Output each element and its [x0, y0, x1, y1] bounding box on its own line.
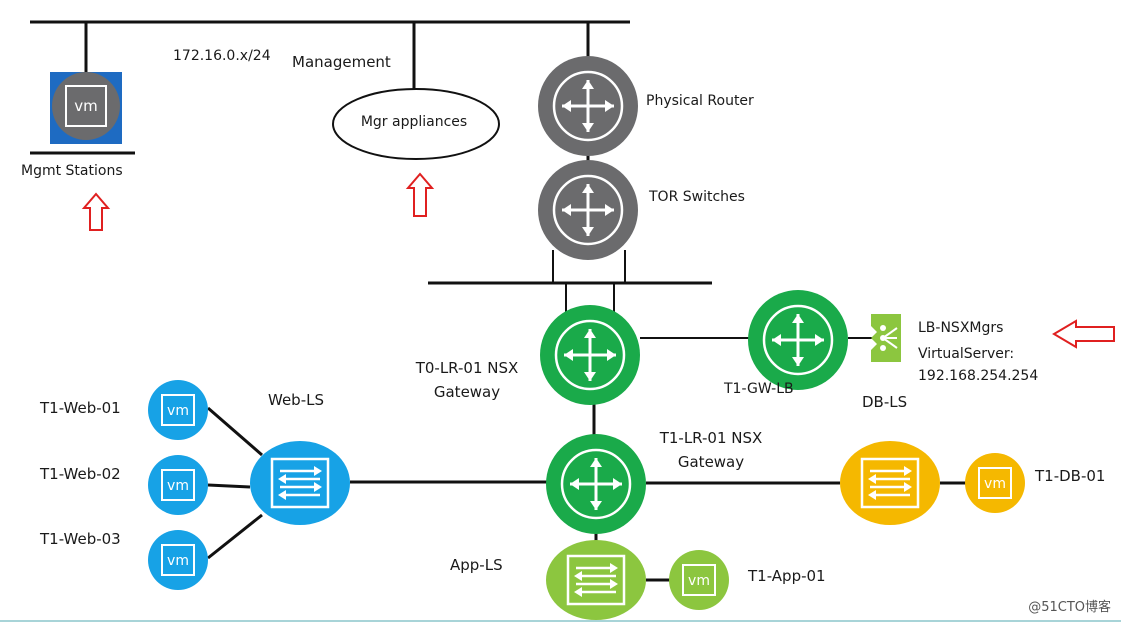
web01-link	[207, 406, 263, 457]
vm-icon	[161, 544, 195, 576]
t1-web-02-label: T1-Web-02	[40, 465, 121, 483]
router-icon	[552, 70, 624, 142]
t1-web-03-label: T1-Web-03	[40, 530, 121, 548]
subnet-label: 172.16.0.x/24	[173, 48, 271, 64]
vm-app-01: vm	[669, 550, 729, 610]
switch-ellipse	[250, 441, 350, 525]
router-icon	[762, 304, 834, 376]
router-icon	[554, 319, 626, 391]
lb-virtualserver-label: VirtualServer:	[918, 346, 1015, 362]
vm-web-02: vm	[148, 455, 208, 515]
t0-gateway-label-line2: Gateway	[433, 383, 501, 401]
watermark: @51CTO博客	[1028, 600, 1111, 615]
app-ls-label: App-LS	[450, 556, 503, 574]
t1-app-01-label: T1-App-01	[748, 567, 826, 585]
vm-icon	[161, 394, 195, 426]
t1-gw-lb-node	[748, 290, 848, 390]
router-icon	[552, 174, 624, 246]
switch-ellipse	[840, 441, 940, 525]
db-ls-switch-node	[840, 441, 940, 525]
t0-gateway-label-line1: T0-LR-01 NSX	[415, 359, 519, 377]
vm-icon	[682, 564, 716, 596]
lb-virtualserver-ip: 192.168.254.254	[918, 368, 1039, 384]
vm-icon	[161, 469, 195, 501]
db-ls-label: DB-LS	[862, 393, 908, 411]
vm-icon	[65, 85, 107, 127]
web03-link	[207, 513, 263, 560]
t1-gateway-label-line1: T1-LR-01 NSX	[659, 429, 763, 447]
web02-link	[207, 483, 251, 489]
vm-icon-text: vm	[167, 478, 189, 494]
vm-icon-text: vm	[167, 403, 189, 419]
vm-web-03: vm	[148, 530, 208, 590]
red-arrows	[81, 172, 1115, 349]
left-arrow-icon	[1052, 319, 1115, 349]
vm-icon	[978, 467, 1012, 499]
web-ls-switch-node	[250, 441, 350, 525]
mgr-appliances-label: Mgr appliances	[360, 114, 468, 130]
vm-db-01: vm	[965, 453, 1025, 513]
t1-gw-lb-label: T1-GW-LB	[724, 381, 794, 397]
vm-icon-text: vm	[167, 553, 189, 569]
t1-web-01-label: T1-Web-01	[40, 399, 121, 417]
t0-gateway-node	[540, 305, 640, 405]
up-arrow-icon	[405, 172, 435, 217]
router-icon	[560, 448, 632, 520]
vm-icon-text: vm	[984, 476, 1006, 492]
vm-icon-text: vm	[74, 97, 98, 115]
t1-gateway-label-line2: Gateway	[677, 453, 745, 471]
t1-gateway-node	[546, 434, 646, 534]
mgmt-stations-label: Mgmt Stations	[21, 163, 123, 179]
t1-db-01-label: T1-DB-01	[1035, 467, 1106, 485]
app-ls-switch-node	[546, 540, 646, 620]
vm-icon-text: vm	[688, 573, 710, 589]
mgmt-station-circle	[52, 72, 120, 140]
web-ls-label: Web-LS	[268, 391, 324, 409]
tor-switches-label: TOR Switches	[649, 189, 745, 205]
physical-router-node	[538, 56, 638, 156]
vm-web-01: vm	[148, 380, 208, 440]
mgr-appliances-ellipse	[332, 88, 500, 160]
lb-name-label: LB-NSXMgrs	[918, 320, 1004, 336]
switch-ellipse	[546, 540, 646, 620]
load-balancer-icon	[871, 314, 901, 362]
up-arrow-icon	[81, 192, 111, 231]
management-label: Management	[292, 53, 391, 71]
mgmt-station-node: vm	[50, 72, 122, 144]
tor-switch-node	[538, 160, 638, 260]
physical-router-label: Physical Router	[646, 93, 754, 109]
